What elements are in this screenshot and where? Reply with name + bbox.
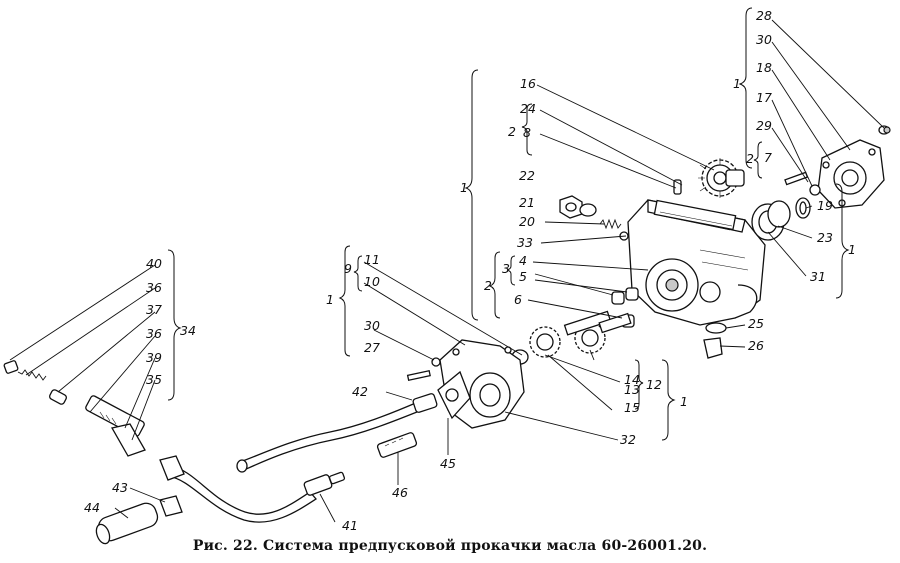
pump-gears — [511, 310, 632, 365]
label-14: 14 — [624, 372, 640, 387]
small-parts-right — [784, 171, 821, 219]
drive-gear — [698, 158, 745, 198]
handle-parts — [95, 495, 183, 545]
label-30-top: 30 — [756, 32, 772, 47]
label-31: 31 — [810, 269, 826, 284]
valve-assembly — [3, 360, 146, 457]
seal-ring — [751, 200, 791, 241]
label-29: 29 — [756, 118, 772, 133]
label-6: 6 — [514, 292, 522, 307]
label-21: 21 — [519, 195, 535, 210]
label-23: 23 — [817, 230, 833, 245]
label-28: 28 — [756, 8, 772, 23]
label-35: 35 — [146, 372, 162, 387]
pump-rear-cover — [437, 339, 525, 429]
label-38: 36 — [146, 280, 162, 295]
label-40: 40 — [146, 256, 162, 271]
label-1-top: 1 — [733, 76, 741, 91]
fitting-46 — [376, 432, 418, 458]
label-5: 5 — [519, 269, 527, 284]
label-19: 19 — [817, 198, 833, 213]
label-33: 33 — [517, 235, 533, 250]
label-22: 22 — [519, 168, 535, 183]
label-12: 12 — [646, 377, 662, 392]
leader-lines — [9, 19, 885, 523]
label-46: 46 — [392, 485, 408, 500]
label-1-right: 1 — [848, 242, 856, 257]
bolt-28 — [878, 125, 891, 135]
label-11: 11 — [364, 252, 380, 267]
label-2-right: 2 — [746, 151, 754, 166]
pipe-41 — [159, 455, 346, 523]
callout-labels: 28 30 1 18 17 29 2 7 16 24 2 8 22 21 20 … — [84, 8, 856, 533]
pipe-42 — [236, 393, 438, 473]
label-25: 25 — [748, 316, 764, 331]
label-20: 20 — [519, 214, 535, 229]
label-18: 18 — [756, 60, 772, 75]
label-26: 26 — [748, 338, 764, 353]
pin-8 — [673, 179, 682, 195]
label-44: 44 — [84, 500, 100, 515]
braces — [167, 7, 850, 441]
label-16: 16 — [520, 76, 536, 91]
label-10: 10 — [364, 274, 380, 289]
figure-caption: Рис. 22. Система предпусковой прокачки м… — [192, 538, 708, 554]
label-1-left: 1 — [326, 292, 334, 307]
label-2-left: 2 — [508, 124, 516, 139]
label-13: 13 — [624, 382, 640, 397]
pump-cover — [817, 139, 885, 209]
label-42: 42 — [352, 384, 368, 399]
label-27: 27 — [364, 340, 380, 355]
label-2-mid: 2 — [484, 278, 492, 293]
label-4: 4 — [519, 253, 527, 268]
label-1-bottom: 1 — [680, 394, 688, 409]
label-15: 15 — [624, 400, 640, 415]
label-43: 43 — [112, 480, 128, 495]
label-24: 24 — [520, 101, 536, 116]
label-1-mid: 1 — [460, 180, 468, 195]
label-34: 34 — [180, 323, 196, 338]
label-3: 3 — [502, 261, 510, 276]
label-36: 36 — [146, 326, 162, 341]
label-17: 17 — [756, 90, 772, 105]
label-32: 32 — [620, 432, 636, 447]
bolt-27 — [406, 357, 441, 382]
label-39: 39 — [146, 350, 162, 365]
label-37: 37 — [146, 302, 162, 317]
label-8: 8 — [523, 125, 531, 140]
drain-plug — [703, 322, 727, 359]
label-30-left: 30 — [364, 318, 380, 333]
label-7: 7 — [764, 150, 772, 165]
valve-parts — [559, 195, 629, 241]
label-9: 9 — [344, 261, 352, 276]
label-41: 41 — [342, 518, 358, 533]
pump-housing — [627, 199, 766, 326]
label-45: 45 — [440, 456, 456, 471]
